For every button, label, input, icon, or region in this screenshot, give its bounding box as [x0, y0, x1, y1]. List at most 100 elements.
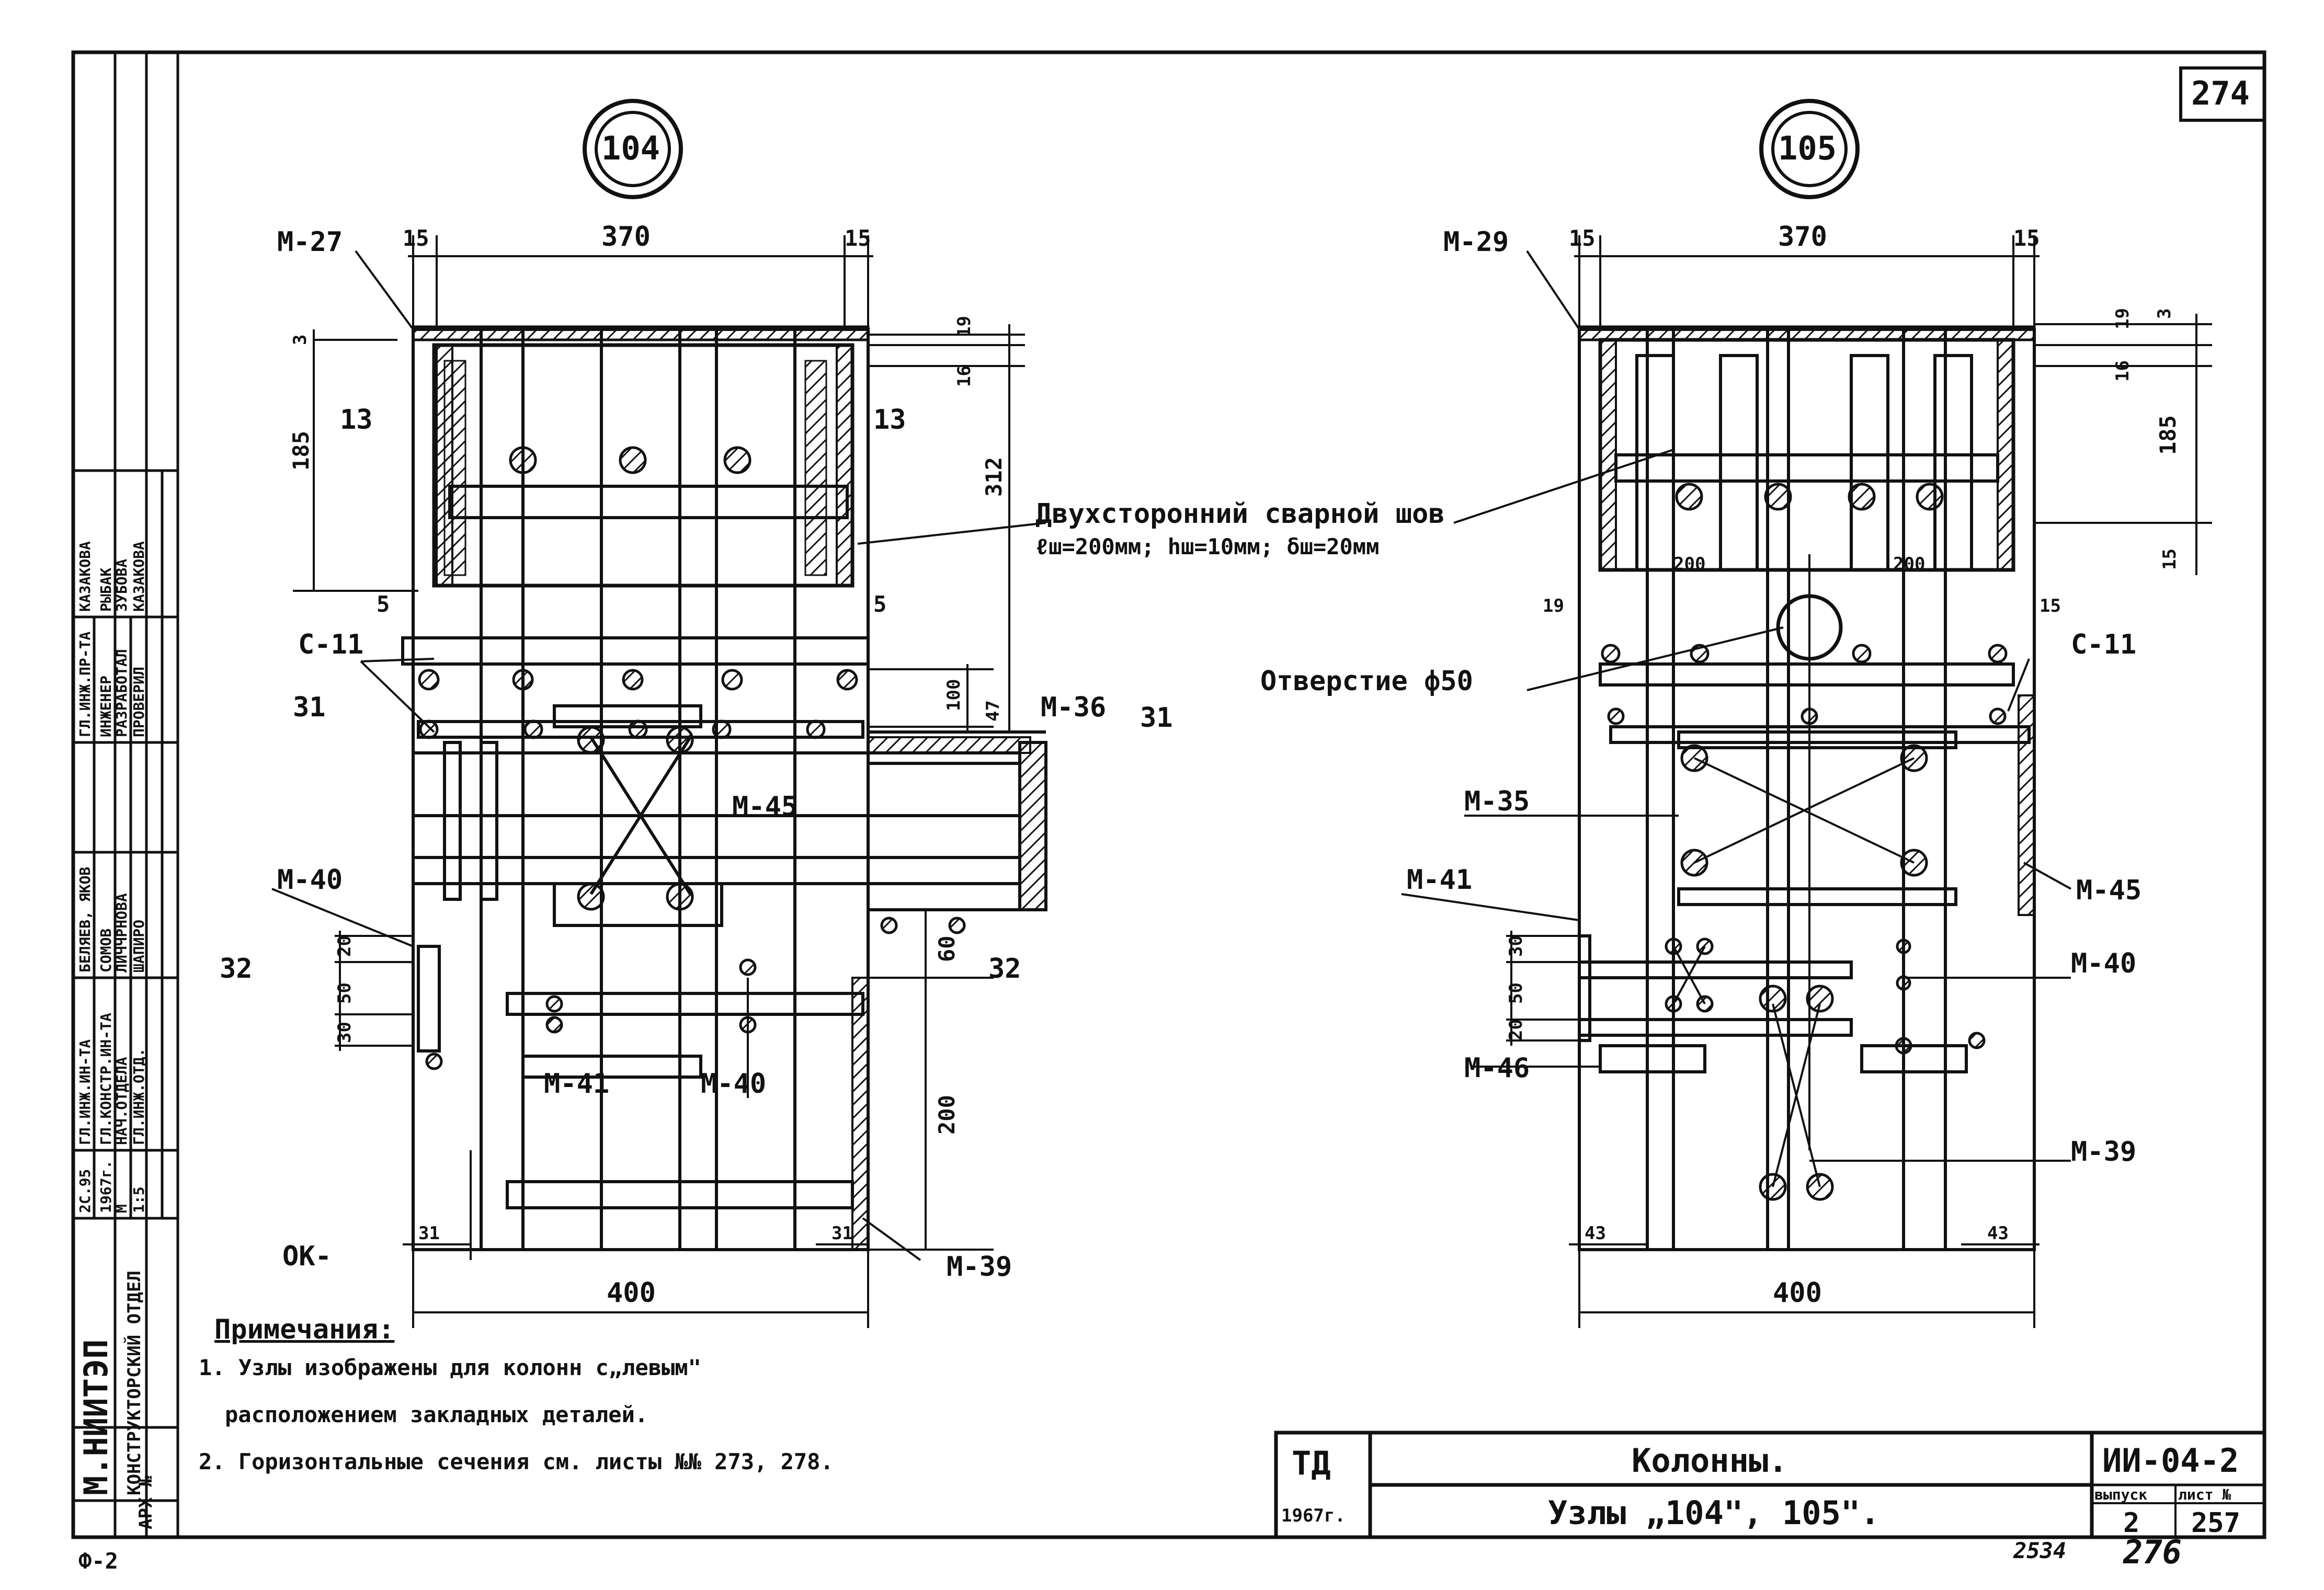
dim-200: 200 [934, 1095, 960, 1135]
title-block [1274, 1431, 2266, 1539]
dim105-50: 50 [1506, 982, 1526, 1004]
dim-3: 3 [290, 335, 311, 345]
title-org: ТД [1292, 1444, 1331, 1482]
dim-47: 47 [983, 700, 1004, 722]
node-104-dims: 15 370 15 19 16 3 185 312 5 5 100 47 60 … [288, 221, 1007, 1309]
label-ok: ОК- [282, 1241, 332, 1272]
stamp-name-4: ШАПИРО [130, 920, 147, 973]
dim105-43b: 43 [1987, 1223, 2009, 1244]
node-105-id: 105 [1778, 129, 1837, 167]
dim105-43a: 43 [1585, 1223, 1606, 1244]
dim105-15d: 15 [2040, 596, 2061, 616]
label-m45: М-45 [732, 791, 798, 822]
dim-5b: 5 [873, 591, 886, 617]
side-stamp [72, 51, 179, 1539]
stamp-m: М [113, 1204, 130, 1213]
dim105-400: 400 [1773, 1277, 1822, 1309]
dim-60: 60 [934, 935, 960, 962]
stamp-role-4: ГЛ.ИНЖ.ОТД. [130, 1048, 147, 1145]
node-104-drawing: 104 [220, 99, 1173, 1328]
dim-185: 185 [288, 431, 314, 471]
stamp-name-1: БЕЛЯЕВ, ЯКОВ [76, 867, 94, 973]
stamp-name2-1: КАЗАКОВА [76, 541, 94, 612]
stamp-name2-4: КАЗАКОВА [130, 541, 147, 612]
stamp-org: М.НИИТЭП [77, 1339, 115, 1495]
stamp-role2-3: РАЗРАБОТАЛ [113, 649, 130, 737]
dim-16: 16 [954, 365, 975, 387]
dim105-16: 16 [2112, 360, 2133, 382]
label-m39: М-39 [947, 1251, 1012, 1283]
dim-50: 50 [334, 982, 355, 1004]
label-m41-105: М-41 [1407, 864, 1472, 896]
side-stamp-text: М.НИИТЭП КОНСТРУКТОРСКИЙ ОТДЕЛ АРХ № 2С.… [76, 541, 156, 1529]
label-m46: М-46 [1464, 1053, 1530, 1084]
label-m29: М-29 [1443, 226, 1509, 258]
stamp-name-2: СОМОВ [97, 929, 115, 973]
weld-callout-params: ℓш=200мм; hш=10мм; δш=20мм [1035, 534, 1379, 559]
dim-100: 100 [943, 679, 964, 711]
dim105-200b: 200 [1893, 554, 1925, 575]
section-31a: 31 [293, 692, 326, 723]
stamp-name2-3: ЗУБОВА [113, 559, 130, 612]
label-m35: М-35 [1464, 786, 1530, 817]
list-label: лист № [2178, 1486, 2231, 1503]
node-104-labels: М-27 С-11 М-36 М-45 М-40 М-41 М-40 ОК- М… [220, 226, 1173, 1283]
weld-callout-title: Двухсторонний сварной шов [1035, 498, 1445, 530]
sheet-frame [71, 50, 2266, 1539]
dim105-19b: 19 [1543, 596, 1564, 616]
dim105-185: 185 [2155, 415, 2181, 455]
stamp-role2-1: ГЛ.ИНЖ.ПР-ТА [76, 632, 94, 737]
dim105-19: 19 [2112, 308, 2133, 329]
vypusk-value: 2 [2123, 1507, 2139, 1539]
dim-15b: 15 [845, 225, 871, 251]
stamp-arh: АРХ № [135, 1475, 156, 1529]
stamp-department: КОНСТРУКТОРСКИЙ ОТДЕЛ [123, 1271, 145, 1495]
title-main: Колонны. [1632, 1442, 1788, 1480]
label-m40-105: М-40 [2071, 948, 2136, 979]
section-31b: 31 [1140, 702, 1173, 734]
dim105-15b: 15 [2013, 225, 2040, 251]
dim-31b: 31 [831, 1223, 853, 1244]
label-m36: М-36 [1041, 692, 1106, 723]
dim105-30: 30 [1506, 935, 1526, 957]
stamp-date-top: 2С.95 [76, 1169, 94, 1213]
dim105-3: 3 [2154, 308, 2175, 319]
label-c11-105: С-11 [2071, 629, 2136, 660]
section-32b: 32 [988, 953, 1021, 985]
stamp-year: 1967г. [97, 1160, 115, 1213]
section-32a: 32 [220, 953, 253, 985]
label-m41: М-41 [544, 1068, 609, 1100]
notes-block: Примечания: 1. Узлы изображены для колон… [199, 1314, 834, 1474]
label-c11: С-11 [298, 629, 363, 660]
label-m40a: М-40 [277, 864, 343, 896]
stamp-role-2: ГЛ.КОНСТР.ИН-ТА [97, 1013, 115, 1145]
label-m39-105: М-39 [2071, 1136, 2136, 1168]
dim105-370: 370 [1778, 221, 1827, 253]
dim105-200a: 200 [1673, 554, 1705, 575]
stamp-role-1: ГЛ.ИНЖ.ИН-ТА [76, 1039, 94, 1145]
note-1b: расположением закладных деталей. [225, 1402, 648, 1427]
footer-page: 276 [2123, 1533, 2182, 1571]
page-number: 274 [2191, 74, 2250, 112]
stamp-name-3: ЛИЧЧРНОВА [113, 893, 130, 973]
dim-370: 370 [601, 221, 651, 253]
dim-31a: 31 [418, 1223, 440, 1244]
label-m40b: М-40 [701, 1068, 766, 1100]
dim-312: 312 [981, 457, 1007, 497]
stamp-role-3: НАЧ.ОТДЕЛА [113, 1057, 130, 1145]
node-105-drawing: 105 [1401, 99, 2212, 1328]
section-13b: 13 [873, 404, 906, 436]
section-13a: 13 [340, 404, 373, 436]
stamp-scale: 1:5 [130, 1186, 147, 1213]
label-m45-105: М-45 [2076, 875, 2141, 906]
title-year: 1967г. [1281, 1505, 1346, 1526]
dim105-15a: 15 [1569, 225, 1596, 251]
node-105-marker [1759, 99, 1860, 199]
dim-19: 19 [954, 316, 975, 337]
node-105-dims: 15 370 15 19 3 16 185 15 200 200 19 15 3… [1506, 221, 2181, 1309]
footer-left: Ф-2 [78, 1548, 118, 1574]
dim-5a: 5 [377, 591, 390, 617]
notes-title: Примечания: [214, 1314, 394, 1345]
title-sub: Узлы „104", 105". [1548, 1494, 1880, 1532]
